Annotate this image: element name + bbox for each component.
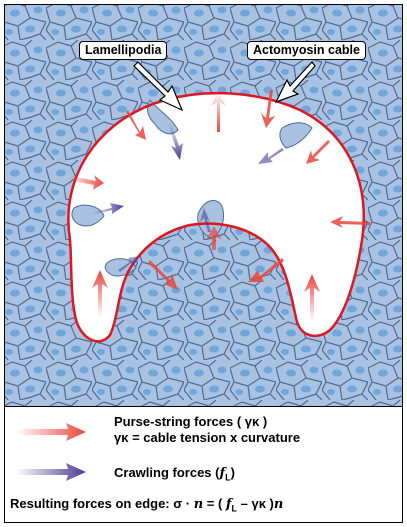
legend: Purse-string forces ( γκ ) γκ = cable te… xyxy=(6,408,401,521)
lamellipodia-label: Lamellipodia xyxy=(79,41,167,60)
purse-string-legend-arrow xyxy=(16,420,86,444)
purse-string-title: Purse-string forces ( γκ ) xyxy=(114,414,267,429)
equation-n2: n xyxy=(274,497,283,512)
equation-prefix: Resulting forces on edge: σ · xyxy=(10,496,194,511)
legend-divider xyxy=(4,406,403,407)
equation-mid: = ( xyxy=(203,496,226,511)
crawling-forces-label: Crawling forces (fL) xyxy=(114,465,235,486)
equation-minus: – γκ ) xyxy=(237,496,274,511)
crawling-forces-text: Crawling forces ( xyxy=(114,465,219,480)
crawling-close: ) xyxy=(231,465,235,480)
equation-n1: n xyxy=(194,497,203,512)
purse-string-definition: γκ = cable tension x curvature xyxy=(114,430,300,445)
resulting-force-equation: Resulting forces on edge: σ · n = ( fL –… xyxy=(10,496,283,517)
crawling-legend-arrow xyxy=(16,460,86,484)
actomyosin-cable-label: Actomyosin cable xyxy=(247,41,366,60)
